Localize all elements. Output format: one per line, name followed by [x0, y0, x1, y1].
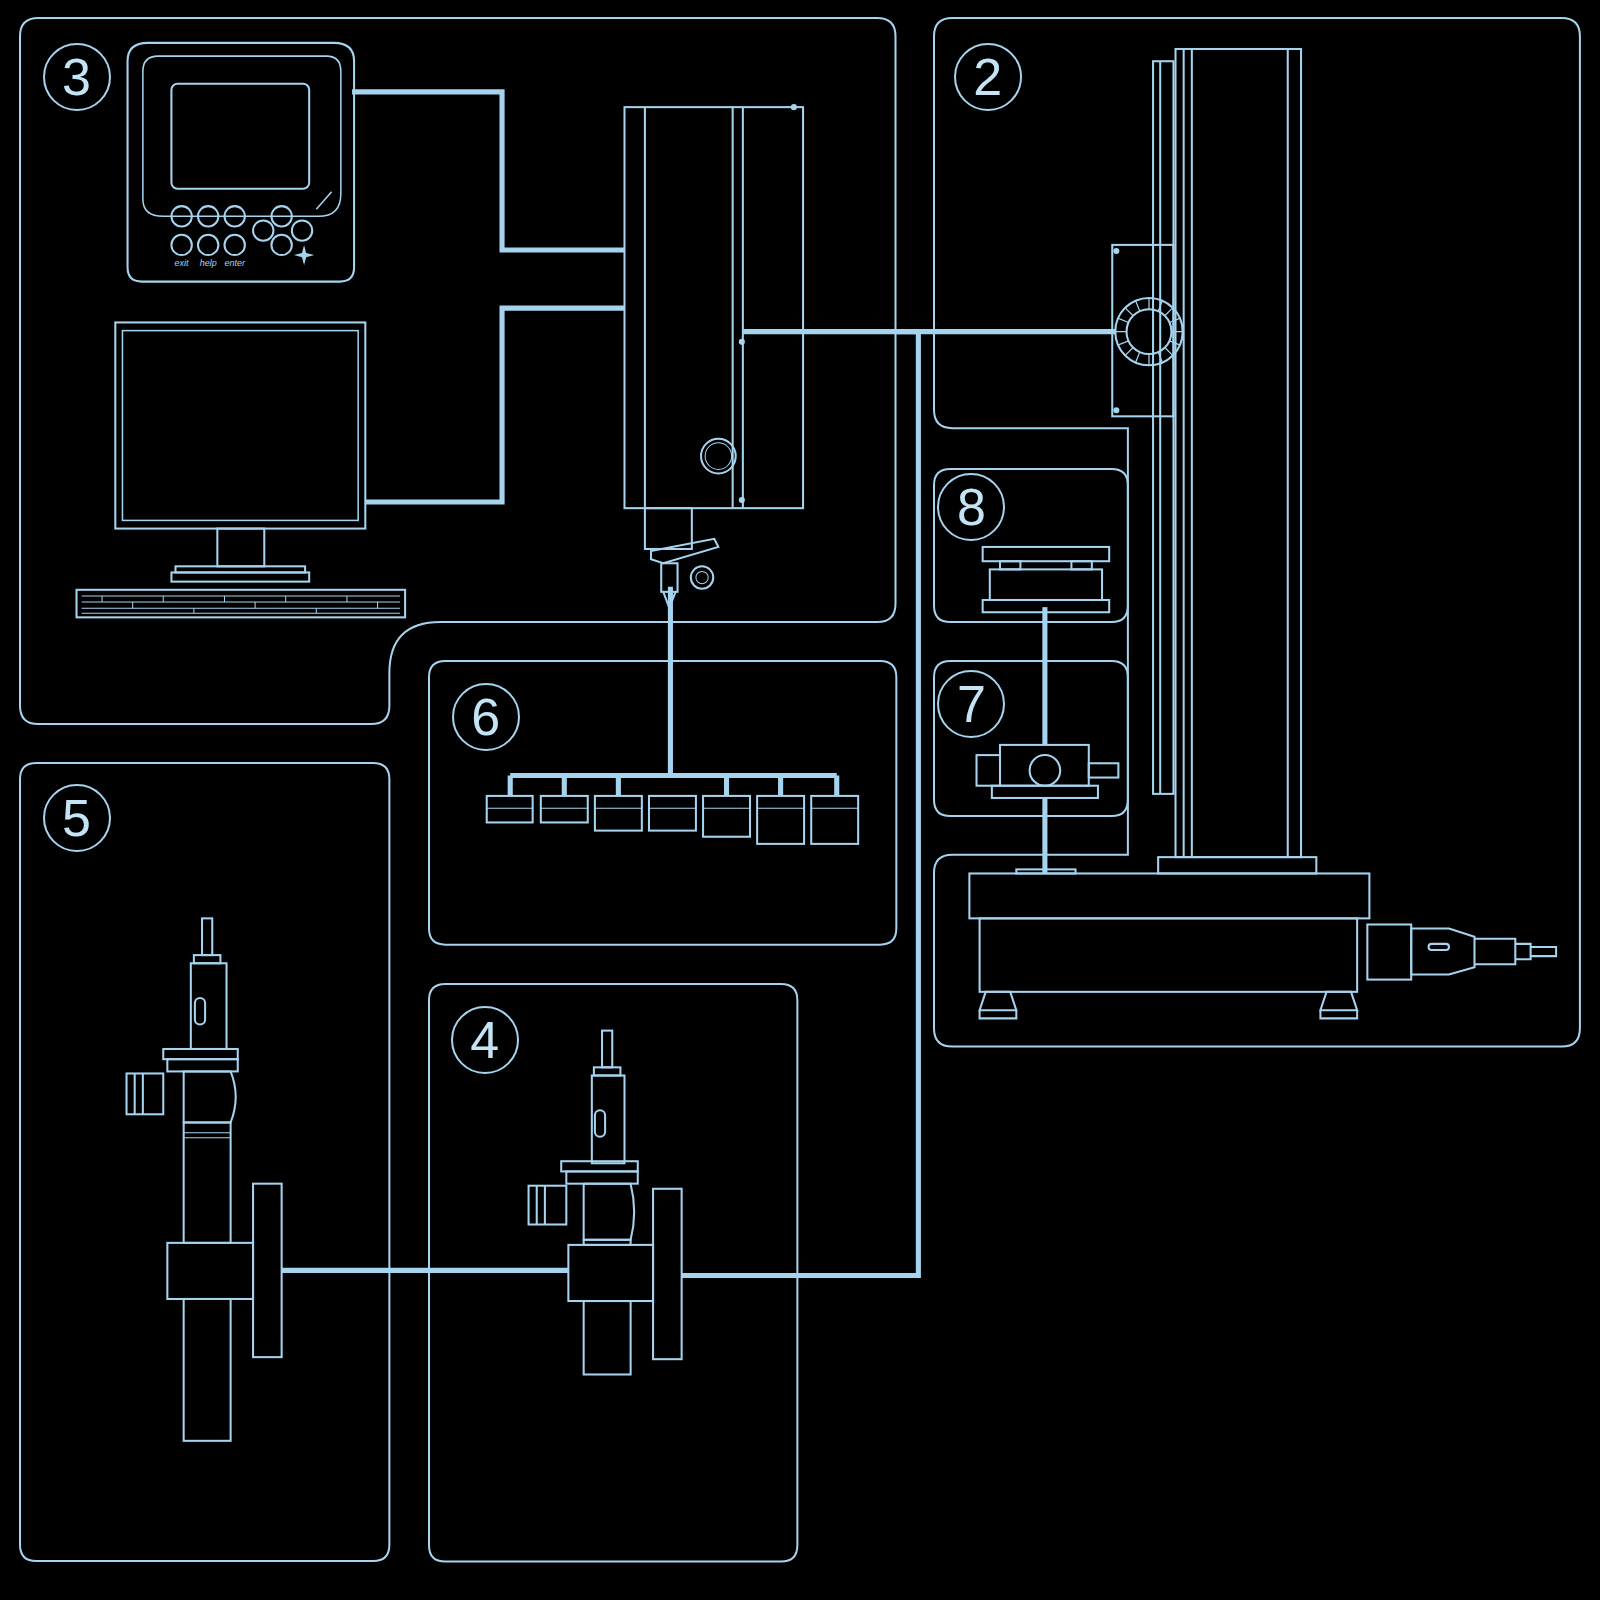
controller-keypad [128, 43, 355, 282]
callout-circle: 3 [43, 43, 111, 111]
cable-line [1042, 622, 1047, 661]
callout-number: 5 [62, 792, 91, 844]
callout-number: 8 [957, 481, 986, 533]
load-cell-plate [983, 547, 1110, 612]
test-stand [969, 49, 1556, 1018]
callout-circle: 4 [451, 1006, 519, 1074]
callout-number: 2 [973, 51, 1002, 103]
panel-box: 6 [429, 661, 896, 945]
cable-line [390, 1268, 429, 1273]
panel-box: 5 [20, 763, 389, 1561]
panel-box: 4 [429, 984, 797, 1562]
xy-table [977, 745, 1119, 798]
callout-circle: 7 [937, 670, 1005, 738]
callout-circle: 6 [452, 683, 520, 751]
callout-number: 3 [62, 51, 91, 103]
key-label: enter [224, 259, 245, 268]
callout-number: 6 [471, 691, 500, 743]
control-unit [624, 105, 803, 608]
callout-circle: 8 [937, 473, 1005, 541]
callout-circle: 2 [954, 43, 1022, 111]
computer-monitor [77, 322, 406, 617]
key-label: help [200, 259, 217, 268]
panel-box: 8 [934, 469, 1128, 622]
cable-line [668, 622, 673, 661]
fixture-set [487, 776, 858, 844]
panel-box: 3 [20, 18, 896, 724]
callout-number: 4 [470, 1014, 499, 1066]
panel-outline [934, 18, 1580, 1047]
panel-outline [429, 984, 797, 1562]
panel-box: 7 [934, 661, 1128, 816]
callout-circle: 5 [43, 784, 111, 852]
key-label: exit [175, 259, 189, 268]
wires [352, 92, 624, 502]
wires [282, 332, 1116, 1276]
panel-outline [20, 763, 389, 1561]
callout-number: 7 [957, 678, 986, 730]
micrometer-sensor [529, 1031, 682, 1375]
panel-outline [20, 18, 896, 724]
micrometer-sensor [127, 918, 282, 1440]
cable-line [1042, 816, 1047, 855]
cable-line [797, 332, 918, 1276]
panel-box: 2 [934, 18, 1580, 1047]
